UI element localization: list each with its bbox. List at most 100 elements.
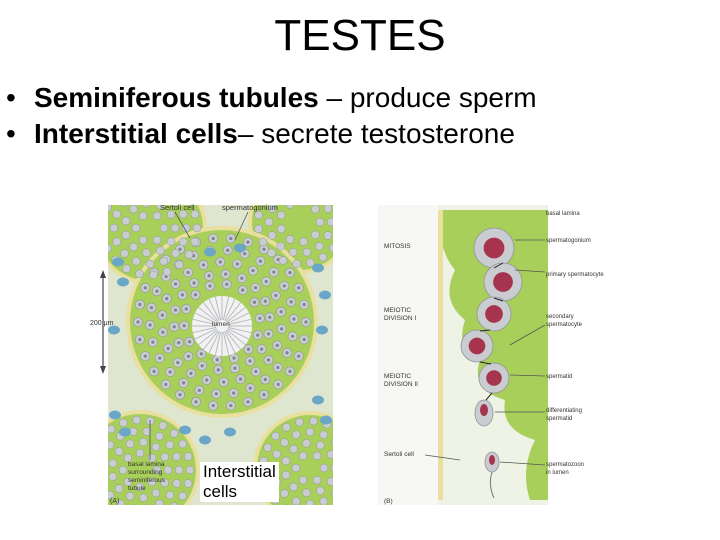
cell-nucleus: [178, 247, 182, 251]
label-basal-lamina-b: basal lamina: [546, 211, 580, 217]
tubule-lumen: [192, 296, 252, 356]
germ-cell: [278, 256, 288, 265]
interstitial-cell: [108, 325, 120, 335]
germ-cell: [345, 490, 353, 498]
germ-cell: [323, 508, 331, 516]
germ-cell: [338, 218, 346, 226]
germ-cell: [158, 421, 168, 430]
cell-nucleus: [149, 306, 154, 310]
germ-cell: [319, 183, 327, 191]
interstitial-cell: [117, 277, 129, 287]
germ-cell: [142, 427, 152, 436]
germ-cell: [108, 440, 115, 450]
germ-cell: [326, 217, 333, 227]
cell-nucleus: [164, 382, 168, 387]
germ-cell: [192, 223, 202, 233]
cell-nucleus: [485, 305, 503, 323]
germ-cell: [316, 441, 325, 450]
germ-cell: [172, 452, 181, 461]
germ-cell: [267, 231, 277, 240]
germ-cell: [138, 235, 148, 245]
germ-cell: [329, 192, 337, 200]
cell-nucleus: [187, 340, 192, 344]
germ-cell: [305, 499, 315, 505]
germ-cell: [280, 438, 289, 447]
germ-cell: [97, 466, 105, 474]
germ-cell: [142, 248, 151, 257]
sperm-tail: [226, 329, 246, 346]
germ-cell: [306, 177, 314, 185]
germ-cell: [331, 439, 333, 447]
germ-cell: [119, 418, 128, 428]
progression-arrow: [493, 262, 504, 269]
germ-cell: [258, 237, 268, 247]
germ-cell: [123, 183, 131, 191]
cell-nucleus: [186, 270, 190, 275]
germ-cell: [326, 450, 333, 459]
cell-nucleus: [246, 400, 250, 404]
germ-cell: [267, 205, 277, 213]
germ-cell: [326, 477, 333, 486]
germ-cell: [108, 244, 112, 253]
label-meiotic-2a: MEIOTIC: [384, 373, 411, 380]
germ-cell: [120, 249, 129, 258]
germ-cell: [342, 464, 350, 472]
germ-cell: [155, 499, 164, 505]
germ-cell: [131, 223, 141, 233]
germ-cell: [160, 478, 170, 488]
label-spermatogonium-b: spermatogonium: [546, 238, 591, 244]
interstitial-cell: [109, 410, 121, 420]
cell-nucleus: [136, 320, 140, 324]
cell-nucleus: [276, 365, 280, 370]
germ-cell: [300, 205, 307, 207]
cell-nucleus: [279, 310, 283, 314]
cell-nucleus: [211, 236, 215, 241]
label-scale: 200 μm: [90, 320, 114, 327]
label-sertoli-cell-a: Sertoli cell: [160, 203, 195, 212]
germ-cell: [336, 204, 344, 212]
cell-nucleus: [189, 371, 193, 375]
cell-nucleus: [178, 393, 182, 397]
cell-nucleus: [229, 236, 233, 241]
cell-nucleus: [288, 369, 292, 373]
cell-nucleus: [208, 284, 212, 288]
germ-cell: [281, 470, 291, 480]
germ-cell: [319, 463, 329, 473]
cell-nucleus: [201, 263, 206, 267]
cell-nucleus: [182, 324, 186, 328]
germ-cell: [178, 491, 187, 501]
cell-nucleus: [275, 343, 279, 347]
germ-cell: [312, 451, 322, 461]
germ-cell: [142, 205, 151, 208]
germ-cell: [268, 187, 276, 195]
sperm-tail: [227, 318, 252, 326]
germ-cell: [306, 258, 315, 267]
bullet-seminiferous-tubules: • Seminiferous tubules – produce sperm: [6, 80, 706, 116]
germ-cell: [170, 223, 180, 233]
cell-nucleus: [274, 293, 278, 298]
label-spermatozoon-b: in lumen: [546, 470, 569, 476]
cell-nucleus: [263, 377, 267, 382]
germ-cell: [90, 446, 98, 454]
cell-nucleus: [483, 237, 505, 259]
sperm-tail: [198, 306, 218, 323]
germ-cell: [116, 499, 125, 505]
cell-nucleus: [216, 368, 220, 372]
germ-cell: [282, 423, 291, 432]
cell-nucleus: [143, 354, 147, 358]
sperm-tail: [192, 318, 217, 326]
germ-cell: [311, 230, 320, 240]
germ-cell: [108, 205, 112, 212]
cell-nucleus: [158, 356, 162, 360]
germ-cell: [86, 459, 94, 467]
sperm-tail: [227, 312, 250, 324]
germ-cell: [159, 223, 169, 233]
sperm-tail: [222, 296, 230, 321]
cell-nucleus: [266, 358, 271, 362]
interstitial-cell: [312, 263, 324, 273]
cell-nucleus: [489, 455, 495, 465]
cell-nucleus: [182, 381, 186, 385]
germ-cell: [165, 490, 175, 500]
germ-cell: [156, 246, 165, 255]
